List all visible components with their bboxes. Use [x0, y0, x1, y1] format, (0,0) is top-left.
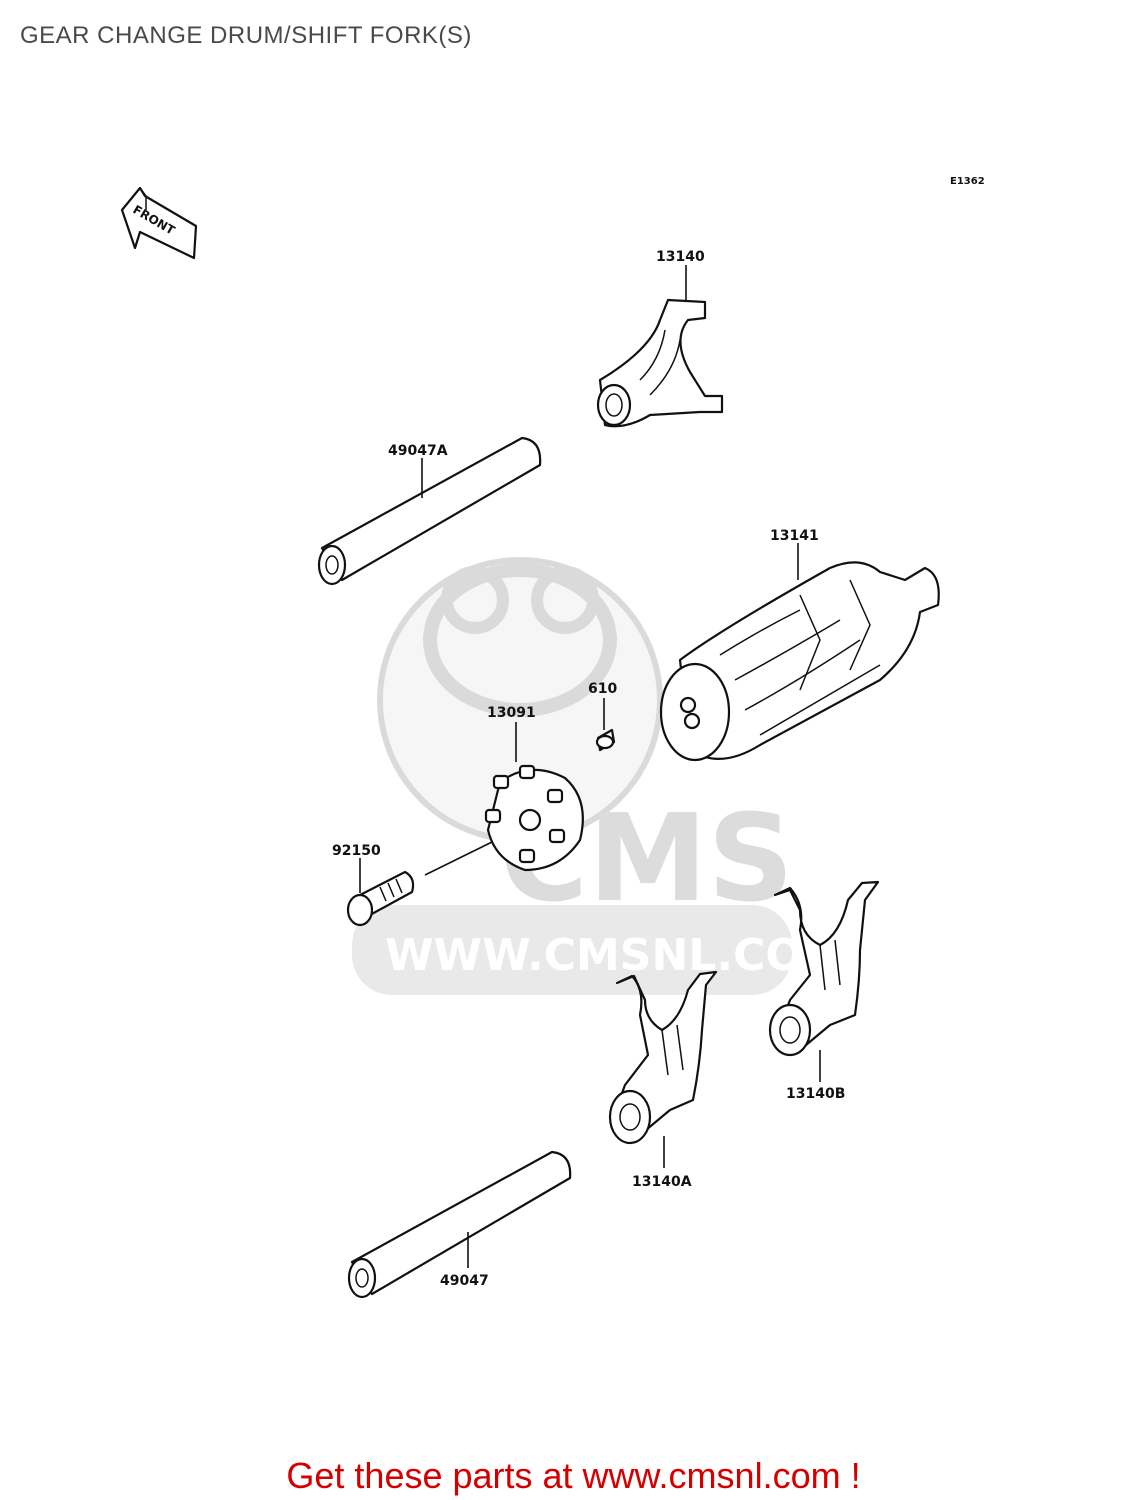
pin-610[interactable] — [595, 728, 616, 752]
label-610: 610 — [588, 681, 617, 697]
label-92150: 92150 — [332, 843, 381, 859]
shaft-49047a[interactable] — [317, 436, 542, 586]
figure-code: E1362 — [950, 176, 985, 187]
label-13140: 13140 — [656, 249, 705, 265]
gear-change-drum-13141[interactable] — [659, 561, 940, 762]
label-13091: 13091 — [487, 705, 536, 721]
label-49047a: 49047A — [388, 443, 448, 459]
shift-drum-cam-13091[interactable] — [484, 764, 584, 872]
label-13140a: 13140A — [632, 1174, 692, 1190]
front-arrow-icon: FRONT — [120, 186, 198, 260]
label-13141: 13141 — [770, 528, 819, 544]
label-13140b: 13140B — [786, 1086, 845, 1102]
parts-diagram: CMS WWW.CMSNL.COM E1362 FRONT 13140 4904… — [120, 176, 985, 1299]
page-title: GEAR CHANGE DRUM/SHIFT FORK(S) — [20, 22, 472, 49]
shift-fork-13140a[interactable] — [608, 970, 718, 1145]
shift-fork-13140[interactable] — [596, 298, 724, 428]
watermark-url: WWW.CMSNL.COM — [385, 930, 847, 981]
bolt-92150[interactable] — [346, 841, 493, 927]
shift-fork-13140b[interactable] — [768, 880, 880, 1057]
label-49047: 49047 — [440, 1273, 489, 1289]
shaft-49047[interactable] — [347, 1150, 572, 1299]
footer-link[interactable]: Get these parts at www.cmsnl.com ! — [286, 1455, 861, 1496]
